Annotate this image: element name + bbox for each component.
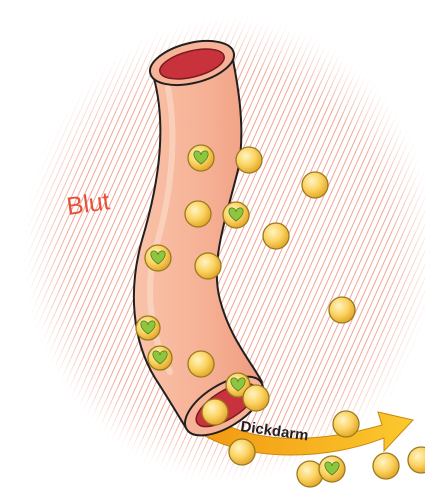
yellow-sphere-with-green-heart-icon xyxy=(223,202,249,228)
halo-stripe xyxy=(0,0,16,489)
yellow-sphere-with-green-heart-icon xyxy=(145,245,171,271)
yellow-sphere-icon xyxy=(373,453,399,479)
particle-sphere xyxy=(302,172,328,198)
yellow-sphere-with-green-heart-icon xyxy=(148,346,172,370)
yellow-sphere-icon xyxy=(188,351,214,377)
halo-stripe xyxy=(0,0,28,489)
yellow-sphere-icon xyxy=(195,253,221,279)
particle-sphere xyxy=(188,351,214,377)
particle-sphere xyxy=(373,453,399,479)
yellow-sphere-with-green-heart-icon xyxy=(188,145,214,171)
particle-sphere xyxy=(329,297,355,323)
particle-sphere xyxy=(408,447,425,473)
yellow-sphere-icon xyxy=(329,297,355,323)
yellow-sphere-icon xyxy=(408,447,425,473)
particle-sphere xyxy=(333,411,359,437)
yellow-sphere-with-green-heart-icon xyxy=(136,316,160,340)
halo-stripe xyxy=(0,0,4,489)
yellow-sphere-icon xyxy=(302,172,328,198)
yellow-sphere-icon xyxy=(185,201,211,227)
yellow-sphere-icon xyxy=(333,411,359,437)
halo-stripe xyxy=(0,0,22,489)
yellow-sphere-with-green-heart-icon xyxy=(319,456,345,482)
yellow-sphere-icon xyxy=(202,399,228,425)
yellow-sphere-icon xyxy=(243,385,269,411)
particle-sphere xyxy=(236,147,262,173)
particle-sphere xyxy=(185,201,211,227)
particle-sphere xyxy=(202,399,228,425)
yellow-sphere-icon xyxy=(236,147,262,173)
yellow-sphere-icon xyxy=(229,439,255,465)
yellow-sphere-icon xyxy=(263,223,289,249)
halo-stripe xyxy=(0,0,10,489)
particle-sphere xyxy=(195,253,221,279)
blood-label: Blut xyxy=(65,187,112,221)
particle-sphere xyxy=(263,223,289,249)
particle-sphere xyxy=(243,385,269,411)
particle-sphere xyxy=(229,439,255,465)
